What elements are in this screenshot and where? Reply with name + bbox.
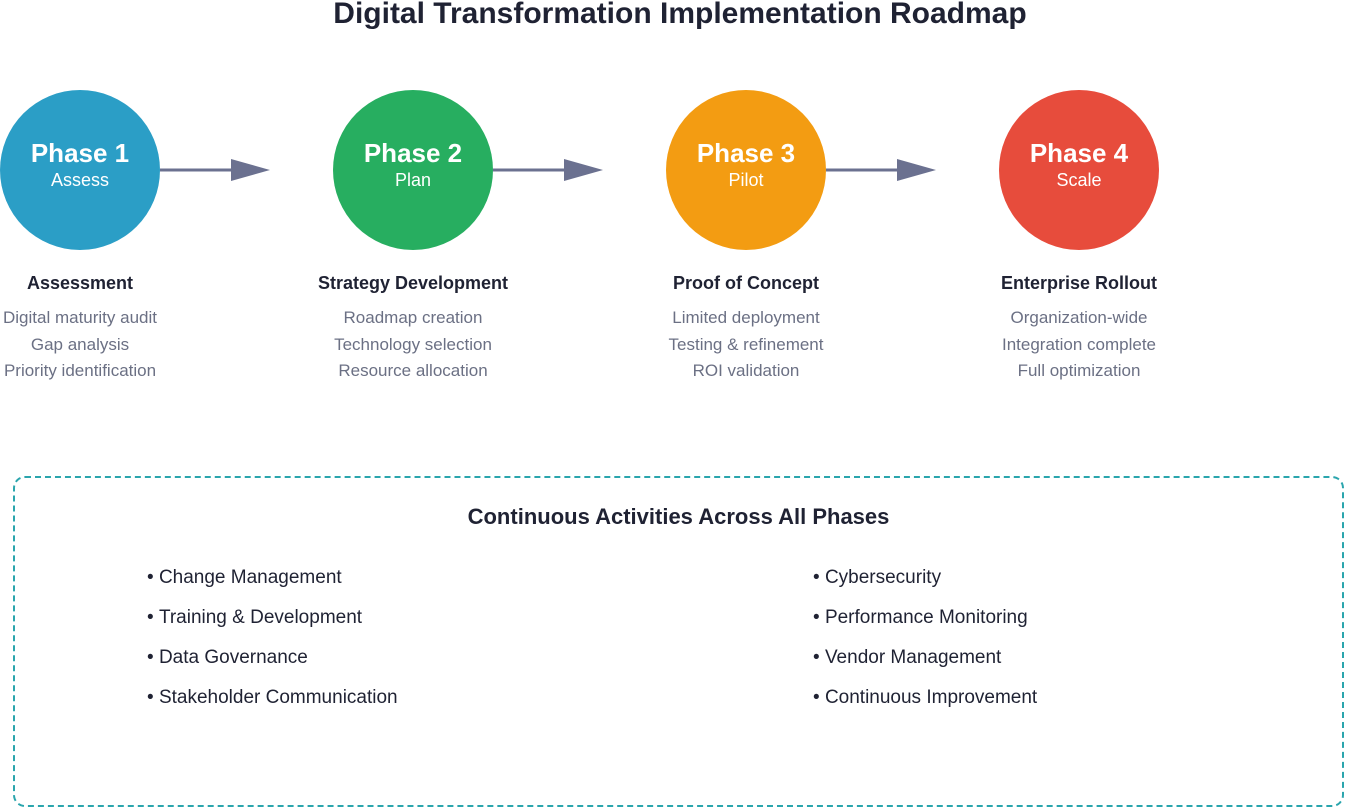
- phase-3-sublabel: Pilot: [728, 169, 764, 190]
- phase-4-heading: Enterprise Rollout: [1000, 273, 1157, 293]
- phase-1-label: Phase 1: [30, 137, 130, 168]
- phase-2-item: Technology selection: [334, 334, 492, 354]
- phase-3-item: Testing & refinement: [668, 334, 824, 354]
- activity-item: Performance Monitoring: [813, 606, 1037, 646]
- phase-1-item: Priority identification: [3, 361, 157, 380]
- phase-2-items: Roadmap creation Technology selection Re…: [303, 305, 523, 385]
- activity-item: Training & Development: [147, 606, 398, 646]
- activity-item: Vendor Management: [813, 646, 1037, 686]
- phase-1-heading: Assessment: [26, 273, 134, 293]
- phase-2-item: Roadmap creation: [343, 308, 483, 327]
- phase-3-item: Limited deployment: [672, 308, 820, 327]
- phase-4-item: Full optimization: [1017, 361, 1141, 380]
- phase-3: Phase 3 Pilot Proof of Concept Limited d…: [636, 90, 856, 385]
- continuous-activities-title: Continuous Activities Across All Phases: [467, 504, 890, 529]
- phase-4-sublabel: Scale: [1056, 169, 1102, 190]
- phase-2-item: Resource allocation: [338, 361, 488, 380]
- activity-item: Continuous Improvement: [813, 686, 1037, 726]
- phase-3-circle: Phase 3 Pilot: [666, 90, 826, 250]
- phase-2-sublabel: Plan: [394, 169, 432, 190]
- phase-2-heading: Strategy Development: [317, 273, 509, 293]
- phase-1-item: Gap analysis: [30, 334, 130, 354]
- phase-3-items: Limited deployment Testing & refinement …: [636, 305, 856, 385]
- phase-2: Phase 2 Plan Strategy Development Roadma…: [303, 90, 523, 385]
- phase-1-item: Digital maturity audit: [2, 308, 157, 327]
- phase-1-items: Digital maturity audit Gap analysis Prio…: [0, 305, 190, 385]
- continuous-activities-box: Continuous Activities Across All Phases …: [13, 476, 1344, 807]
- phase-2-circle: Phase 2 Plan: [333, 90, 493, 250]
- activity-item: Stakeholder Communication: [147, 686, 398, 726]
- continuous-activities-left-list: Change Management Training & Development…: [147, 566, 398, 726]
- phase-1: Phase 1 Assess Assessment Digital maturi…: [0, 90, 190, 385]
- phase-4-label: Phase 4: [1029, 137, 1129, 168]
- diagram-title: Digital Transformation Implementation Ro…: [333, 0, 1027, 30]
- phase-1-circle: Phase 1 Assess: [0, 90, 160, 250]
- phase-4: Phase 4 Scale Enterprise Rollout Organiz…: [969, 90, 1189, 385]
- activity-item: Data Governance: [147, 646, 398, 686]
- phase-1-sublabel: Assess: [50, 169, 110, 190]
- phase-4-circle: Phase 4 Scale: [999, 90, 1159, 250]
- continuous-activities-right-list: Cybersecurity Performance Monitoring Ven…: [813, 566, 1037, 726]
- phase-2-label: Phase 2: [363, 137, 463, 168]
- phase-4-item: Integration complete: [1001, 334, 1157, 354]
- phase-3-item: ROI validation: [692, 361, 800, 380]
- phase-4-items: Organization-wide Integration complete F…: [969, 305, 1189, 385]
- phase-3-label: Phase 3: [696, 137, 796, 168]
- activity-item: Change Management: [147, 566, 398, 606]
- phase-3-heading: Proof of Concept: [673, 273, 819, 293]
- phase-4-item: Organization-wide: [1010, 308, 1148, 327]
- activity-item: Cybersecurity: [813, 566, 1037, 606]
